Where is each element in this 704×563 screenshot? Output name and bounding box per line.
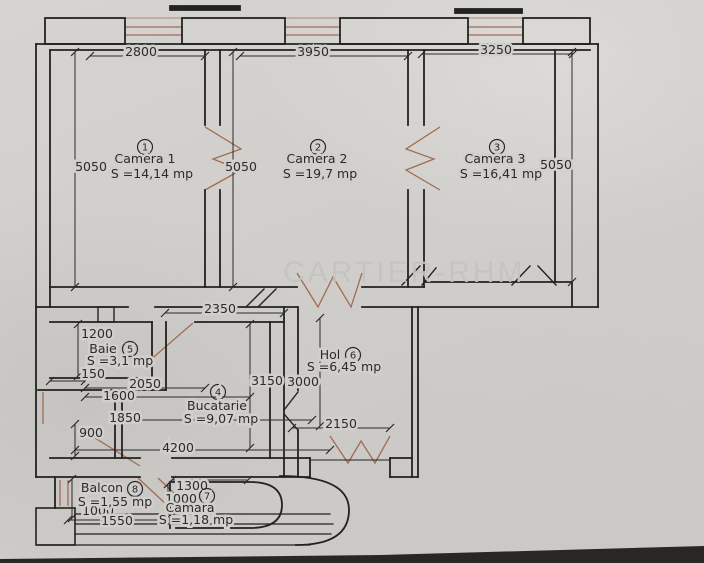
- room-name: Camera 3: [465, 151, 526, 166]
- dimension: 5050: [538, 47, 577, 287]
- room-area: S =3,1 mp: [87, 353, 153, 368]
- dimension: 2800: [85, 42, 210, 62]
- dimension: 150: [45, 364, 107, 386]
- dimension: 3150: [245, 319, 285, 453]
- dimension-label: 900: [79, 425, 103, 440]
- dimension: 1200: [73, 319, 115, 381]
- room-name: Camera 1: [115, 151, 176, 166]
- doors-windows: [42, 17, 590, 507]
- dimension-label: 1550: [101, 513, 133, 528]
- room-name: Camera 2: [287, 151, 348, 166]
- room-area: S =14,14 mp: [111, 166, 193, 181]
- room-number-circle-icon: [198, 487, 216, 505]
- dimension-label: 2350: [204, 301, 236, 316]
- room-area: S =1,18 mp: [159, 512, 233, 527]
- dimension-label: 2150: [325, 416, 357, 431]
- dimension-label: 3150: [251, 373, 283, 388]
- room-number: 1: [142, 143, 148, 154]
- window-icon: [285, 26, 340, 36]
- room-number: 5: [127, 345, 133, 356]
- dimension-label: 3950: [297, 44, 329, 59]
- window-icon: [468, 26, 523, 36]
- door-swing-icon: [147, 322, 194, 363]
- walls: [35, 5, 599, 546]
- dimension-label: 150: [81, 366, 105, 381]
- room-number: 4: [215, 388, 221, 399]
- room-number: 7: [204, 492, 210, 503]
- room-number-circle-icon: [121, 340, 139, 358]
- dimension: 1000: [163, 479, 199, 519]
- dimension: 1850: [107, 408, 317, 428]
- room-number-circle-icon: [344, 346, 362, 364]
- dimension: 900: [70, 419, 105, 461]
- room-name: Bucatarie: [187, 398, 247, 413]
- dimension: 2050: [80, 374, 210, 394]
- room-number: 8: [132, 485, 138, 496]
- dimension-label: 1000: [82, 503, 114, 518]
- room-name: Baie: [89, 341, 117, 356]
- room-number-circle-icon: [126, 480, 144, 498]
- dimension: 3950: [235, 42, 413, 62]
- dimension-label: 1850: [109, 410, 141, 425]
- room-area: S =19,7 mp: [283, 166, 357, 181]
- dimension-label: 2050: [129, 376, 161, 391]
- door-opening-icon: [404, 126, 441, 191]
- dimension: 2150: [287, 414, 395, 434]
- room-number-circle-icon: [309, 138, 327, 156]
- dimension: 4200: [70, 438, 335, 458]
- room-name: Camara: [165, 500, 214, 515]
- dimension: 3000: [285, 313, 325, 431]
- room-number: 3: [494, 143, 500, 154]
- dimension-label: 4200: [162, 440, 194, 455]
- room-number: 2: [315, 143, 321, 154]
- door-swing-icon: [137, 477, 169, 507]
- dimension-label: 5050: [540, 157, 572, 172]
- dimension: 5050: [70, 47, 109, 292]
- room-number-circle-icon: [488, 138, 506, 156]
- dimension: 1000: [67, 474, 116, 523]
- dimension: 3250: [417, 40, 578, 60]
- room-name: Hol: [320, 347, 341, 362]
- room-name: Balcon: [81, 480, 123, 495]
- room-area: S =9,07 mp: [184, 411, 258, 426]
- door-swing-icon: [94, 437, 141, 467]
- room-area: S =1,55 mp: [78, 494, 152, 509]
- room-number: 6: [350, 351, 356, 362]
- dimension: 1550: [63, 511, 170, 531]
- entrance-door-icon: [329, 435, 391, 465]
- dimension: 5050: [223, 47, 259, 292]
- dimension-label: 1600: [103, 388, 135, 403]
- room-number-circle-icon: [209, 383, 227, 401]
- dimension-label: 1000: [165, 491, 197, 506]
- photo-edge-band: [0, 546, 704, 563]
- door-opening-icon: [204, 126, 243, 191]
- dimension: 2350: [160, 299, 289, 319]
- room-area: S =6,45 mp: [307, 359, 381, 374]
- dimension-label: 5050: [225, 159, 257, 174]
- dimension-label: 1200: [81, 326, 113, 341]
- dimension: 1600: [80, 386, 255, 406]
- door-opening-icon: [296, 272, 363, 309]
- room-number-circle-icon: [136, 138, 154, 156]
- dimension-label: 2800: [125, 44, 157, 59]
- dimension-label: 5050: [75, 159, 107, 174]
- dimension: 1300: [167, 476, 253, 496]
- dimension-label: 3000: [287, 374, 319, 389]
- window-icon: [59, 480, 69, 506]
- dimension-label: 3250: [480, 42, 512, 57]
- room-area: S =16,41 mp: [460, 166, 542, 181]
- window-icon: [125, 26, 182, 36]
